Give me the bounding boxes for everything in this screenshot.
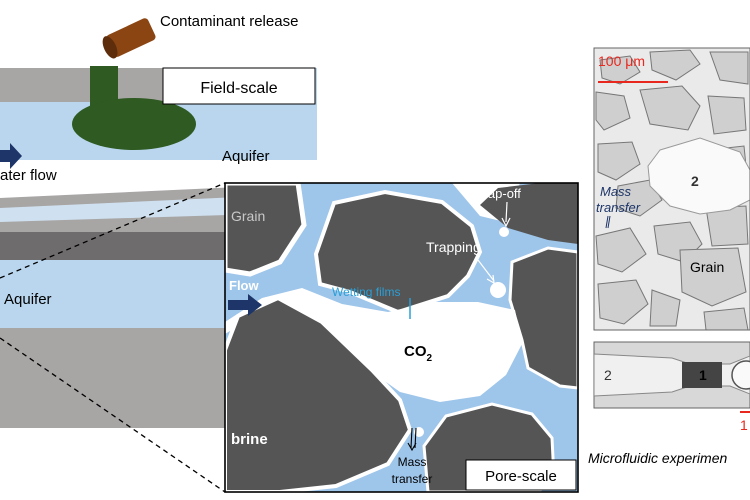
snapoff-arrowhead-icon	[501, 217, 511, 228]
micro-mass-arrow-icon	[605, 215, 611, 229]
trapping-pointer	[477, 259, 495, 282]
groundwater-flow-label: ater flow	[0, 167, 57, 184]
contaminant-label: Contaminant release	[160, 13, 298, 30]
mass-transfer-label-line2: transfer	[392, 472, 433, 486]
trapping-arrowhead-icon	[486, 274, 495, 285]
trapped-bubble	[414, 427, 424, 437]
field-scale-panel: Contaminant release Field-scale Aquifer …	[0, 13, 317, 493]
micrograph-frame	[593, 47, 750, 331]
pore-scale-frame	[224, 182, 579, 493]
field-scale-box	[162, 67, 316, 105]
rock-bottom-layer	[0, 328, 225, 428]
snapoff-label: Snap-off	[472, 186, 521, 201]
plume-cloud	[72, 98, 196, 150]
pore-scale-label: Pore-scale	[485, 468, 557, 485]
capillary-neck	[682, 362, 722, 388]
aquifer-top-label: Aquifer	[222, 148, 270, 165]
pore-flow-label: Flow	[229, 278, 259, 293]
flow-arrow-icon	[0, 143, 22, 169]
aquifer-bottom-label: Aquifer	[4, 291, 52, 308]
grain	[225, 183, 307, 277]
micro-mass-label-line2: transfer	[596, 200, 641, 215]
pore-flow-arrow-icon	[228, 294, 262, 316]
grain-label: Grain	[231, 208, 265, 224]
capillary-bubble	[731, 360, 750, 390]
zoom-line-top	[0, 182, 226, 279]
capillary-label-left: 2	[604, 367, 612, 383]
mass-transfer-arrows-icon	[407, 427, 417, 452]
microfluidic-caption: Microfluidic experimen	[588, 450, 727, 466]
capillary-label-right: 1	[699, 367, 707, 383]
pore-scale-box	[465, 459, 577, 491]
brine-label: brine	[231, 431, 268, 448]
aquifer-bottom-layer	[0, 260, 225, 328]
micro-region-label: 2	[691, 173, 699, 189]
barrel-icon	[102, 18, 156, 59]
zoom-line-bottom	[0, 337, 226, 493]
trapped-bubble	[490, 282, 506, 298]
wetting-films-label: Wetting films	[332, 285, 400, 299]
rock-top-layer	[0, 68, 163, 102]
capillary-scale-label: 1	[740, 417, 748, 433]
micro-mass-label-line1: Mass	[600, 184, 632, 199]
snapoff-pointer	[505, 201, 508, 223]
trapping-label: Trapping	[426, 239, 481, 255]
rock-dark-band	[0, 232, 225, 260]
grain	[225, 295, 413, 492]
microfluidic-panel: 100 μm 2 Mass transfer Grain 2 1 1 Micro…	[588, 47, 750, 466]
mass-transfer-label-line1: Mass	[398, 455, 427, 469]
grain	[313, 189, 483, 315]
co2-label: CO2	[404, 343, 433, 364]
grain	[480, 183, 578, 244]
micrograph-co2-region	[647, 137, 750, 215]
trapped-bubble	[499, 227, 509, 237]
field-scale-label: Field-scale	[200, 80, 277, 97]
micro-grain-label: Grain	[690, 259, 724, 275]
micro-scalebar-label: 100 μm	[598, 53, 645, 69]
pore-scale-panel: Grain Snap-off Trapping Flow Wetting fil…	[224, 182, 579, 493]
water-strip	[0, 196, 260, 222]
